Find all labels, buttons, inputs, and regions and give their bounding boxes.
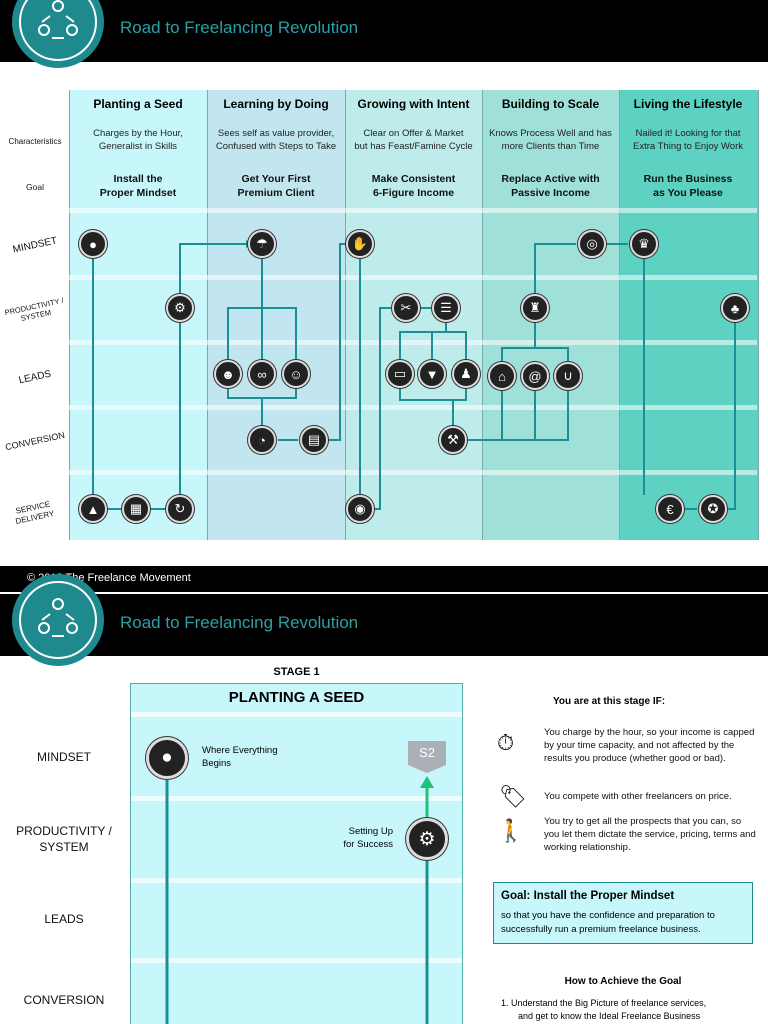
goal-text: so that you have the confidence and prep… [501, 910, 715, 935]
stage-characteristics-1: Charges by the Hour,Generalist in Skills [93, 128, 183, 152]
panel-separator [131, 878, 462, 883]
row-separator [69, 340, 757, 345]
detail-row-productivity: PRODUCTIVITY /SYSTEM [16, 824, 112, 854]
scroll-icon: ▤ [300, 426, 328, 454]
shower-icon: ☂ [248, 230, 276, 258]
robot-arm-icon: ♜ [521, 294, 549, 322]
gavel-icon: ⚒ [439, 426, 467, 454]
logo-icon [12, 0, 104, 68]
row-label-goal: Goal [26, 182, 44, 192]
magnet-icon: ∪ [554, 362, 582, 390]
stage-column-4 [482, 90, 620, 540]
stage-2-badge: S2 [408, 741, 446, 773]
monitor-icon: ▭ [386, 360, 414, 388]
target-icon: ◎ [578, 230, 606, 258]
stage-column-2 [207, 90, 346, 540]
row-separator [69, 470, 757, 475]
seed-icon: ● [79, 230, 107, 258]
panel-separator [131, 796, 462, 801]
trophy-icon: ♛ [630, 230, 658, 258]
chained-person-icon: 🚶 [497, 818, 525, 843]
gear-icon: ⚙ [166, 294, 194, 322]
detail-row-mindset: MINDSET [37, 750, 91, 764]
stage-title-4: Building to Scale [501, 97, 600, 111]
page-title-2: Road to Freelancing Revolution [120, 613, 359, 632]
panel-separator [131, 958, 462, 963]
condition-2: You compete with other freelancers on pr… [544, 791, 732, 802]
condition-3: You try to get all the prospects that yo… [544, 816, 756, 853]
presenter-icon: ☺ [282, 360, 310, 388]
email-icon: @ [521, 362, 549, 390]
panel-separator [131, 712, 462, 717]
shop-cart-icon: ⌂ [488, 362, 516, 390]
seed-icon-large: ● [146, 737, 188, 779]
stage-characteristics-2: Sees self as value provider,Confused wit… [215, 128, 337, 152]
satellite-icon: ◔ [248, 426, 276, 454]
settings-icon: ✪ [699, 495, 727, 523]
shapes-icon: ▲ [79, 495, 107, 523]
stage-title-1: Planting a Seed [93, 97, 183, 111]
header-bar-2 [0, 594, 768, 656]
flow-connectors [92, 240, 736, 513]
funnel-icon: ▼ [418, 360, 446, 388]
stage-label: STAGE 1 [273, 666, 320, 678]
team-icon: ☻ [214, 360, 242, 388]
price-tag-icon: 🏷 [499, 784, 527, 809]
stopwatch-icon: ⏱ [497, 730, 515, 755]
stage-panel-title: PLANTING A SEED [228, 689, 365, 706]
row-separator [69, 208, 757, 213]
goal-box [493, 882, 753, 944]
goal-title: Goal: Install the Proper Mindset [501, 890, 675, 902]
stage-title-2: Learning by Doing [223, 97, 329, 111]
people-icon: ♟ [452, 360, 480, 388]
how-heading: How to Achieve the Goal [564, 976, 682, 987]
footer-bar: © 2018 The Freelance Movement [0, 566, 768, 592]
stage-title-5: Living the Lifestyle [633, 97, 743, 111]
binoculars-icon: ∞ [248, 360, 276, 388]
condition-heading: You are at this stage IF: [552, 696, 666, 707]
row-separator [69, 405, 757, 410]
cycle-icon: ↻ [166, 495, 194, 523]
header-bar [0, 0, 768, 62]
how-item-1: 1. Understand the Big Picture of freelan… [501, 998, 707, 1021]
row-separator [69, 275, 757, 280]
stage-title-3: Growing with Intent [357, 97, 470, 111]
service-icon: ◉ [346, 495, 374, 523]
detail-row-leads: LEADS [44, 912, 84, 926]
hand-growth-icon: ✋ [346, 230, 374, 258]
gear-icon-large: ⚙ [406, 818, 448, 860]
stage-panel [130, 683, 463, 1024]
detail-row-conversion: CONVERSION [23, 993, 105, 1007]
condition-1: You charge by the hour, so your income i… [544, 727, 755, 764]
document-icon: ☰ [432, 294, 460, 322]
tools-icon: ✂ [392, 294, 420, 322]
shop-icon: ▦ [122, 495, 150, 523]
euro-icon: € [656, 495, 684, 523]
row-label-characteristics: Characteristics [8, 137, 62, 146]
tree-icon: ♣ [721, 294, 749, 322]
logo-icon-2 [12, 574, 104, 666]
page-title: Road to Freelancing Revolution [120, 18, 359, 37]
